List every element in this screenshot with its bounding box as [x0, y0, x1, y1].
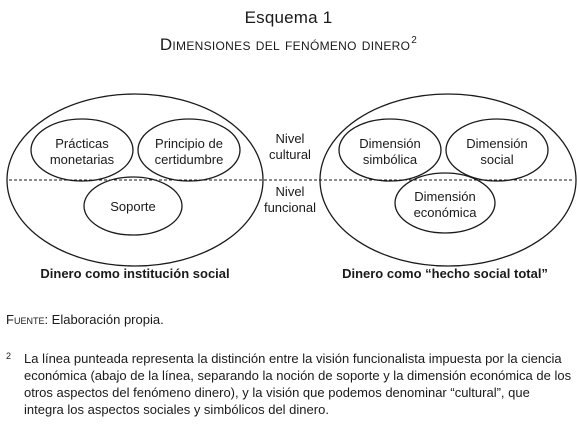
source-label: Fuente	[6, 312, 45, 327]
figure-title: Esquema 1	[244, 8, 333, 27]
node-soporte: Soporte	[83, 176, 183, 236]
node-dimension-simbolica: Dimensión simbólica	[338, 118, 442, 182]
level-label-line: Nivel	[276, 131, 305, 146]
footnote: 2 La línea punteada representa la distin…	[6, 350, 572, 418]
node-label-line: social	[480, 152, 513, 167]
node-label-line: Principio de	[155, 136, 223, 151]
subtitle-text: Dimensiones del fenómeno dinero	[159, 35, 411, 54]
node-dimension-economica: Dimensión económica	[394, 172, 496, 234]
node-dimension-social: Dimensión social	[445, 118, 549, 182]
level-cultural-label: Nivel cultural	[269, 131, 311, 162]
institution-ellipse	[6, 93, 264, 267]
node-principio-certidumbre: Principio de certidumbre	[137, 118, 241, 182]
node-label-line: certidumbre	[155, 152, 224, 167]
left-caption: Dinero como institución social	[40, 266, 229, 281]
node-label-line: Prácticas	[55, 136, 109, 151]
node-label-line: Dimensión	[466, 136, 527, 151]
dimensions-diagram: Prácticas monetarias Principio de certid…	[6, 93, 577, 281]
node-label-line: Dimensión	[359, 136, 420, 151]
level-label-line: funcional	[264, 200, 316, 215]
total-social-fact-ellipse	[319, 93, 577, 267]
source-text: : Elaboración propia.	[44, 312, 164, 327]
source-line: Fuente: Elaboración propia.	[6, 312, 164, 327]
footnote-text: La línea punteada representa la distinci…	[24, 351, 572, 417]
node-practicas-monetarias: Prácticas monetarias	[30, 118, 134, 182]
level-funcional-label: Nivel funcional	[264, 184, 316, 215]
figure-subtitle: Dimensiones del fenómeno dinero2	[0, 35, 577, 55]
level-label-line: cultural	[269, 147, 311, 162]
level-label-line: Nivel	[276, 184, 305, 199]
node-label-line: Soporte	[110, 199, 156, 214]
footnote-number: 2	[6, 351, 12, 361]
node-label-line: Dimensión	[414, 189, 475, 204]
node-label-line: económica	[414, 205, 478, 220]
node-label-line: simbólica	[363, 152, 418, 167]
right-caption: Dinero como “hecho social total”	[342, 266, 548, 281]
subtitle-footnote-ref: 2	[411, 35, 418, 46]
node-label-line: monetarias	[50, 152, 115, 167]
